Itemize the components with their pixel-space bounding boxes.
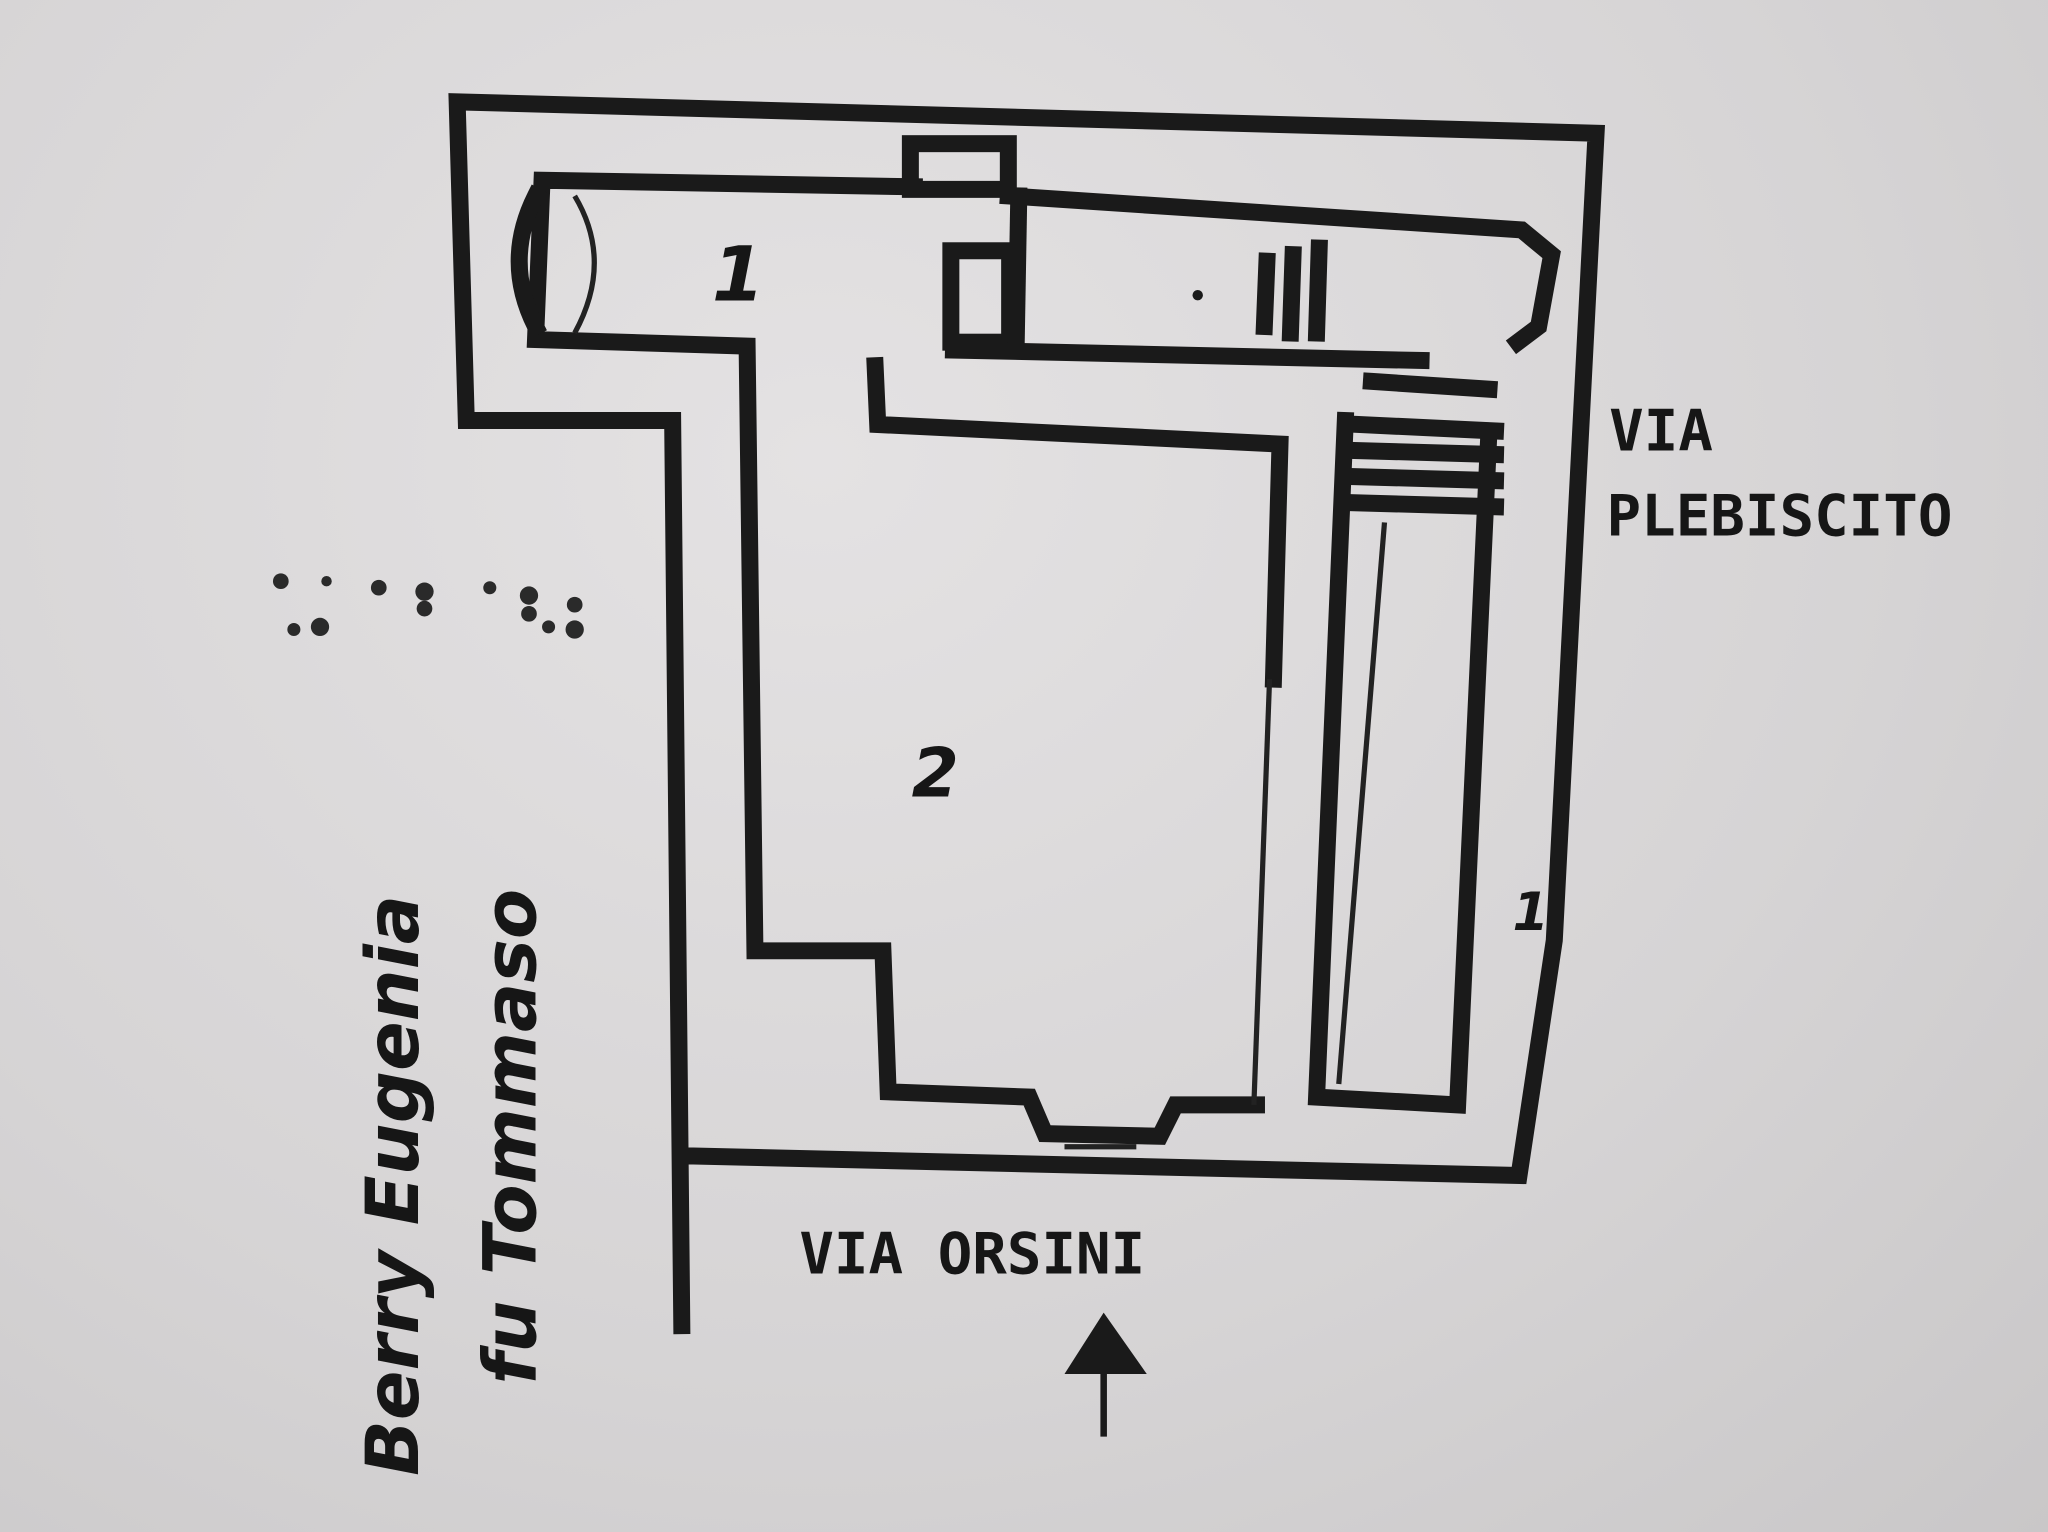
entrance-arrow-icon [1064, 1312, 1147, 1437]
corridor-walls [866, 356, 1289, 1106]
outer-walls [448, 93, 1606, 1335]
upper-room-walls [944, 186, 1561, 370]
street-label-via: VIA [1609, 398, 1713, 465]
owner-name: Berry Eugenia [351, 895, 436, 1476]
redacted-marks [272, 573, 584, 639]
closet-block [942, 242, 1019, 351]
staircase [1307, 372, 1505, 1114]
room-right-label: 1 [1512, 883, 1548, 943]
room-2-label: 2 [912, 735, 959, 814]
chimney-block [901, 135, 1017, 198]
room-1-bay-window [510, 184, 547, 338]
owner-father: fu Tommaso [469, 889, 554, 1385]
room-1-walls [510, 135, 1265, 1145]
street-label-via-orsini: VIA ORSINI [799, 1220, 1145, 1287]
room-1-label: 1 [712, 230, 765, 318]
street-label-plebiscito: PLEBISCITO [1607, 482, 1953, 549]
